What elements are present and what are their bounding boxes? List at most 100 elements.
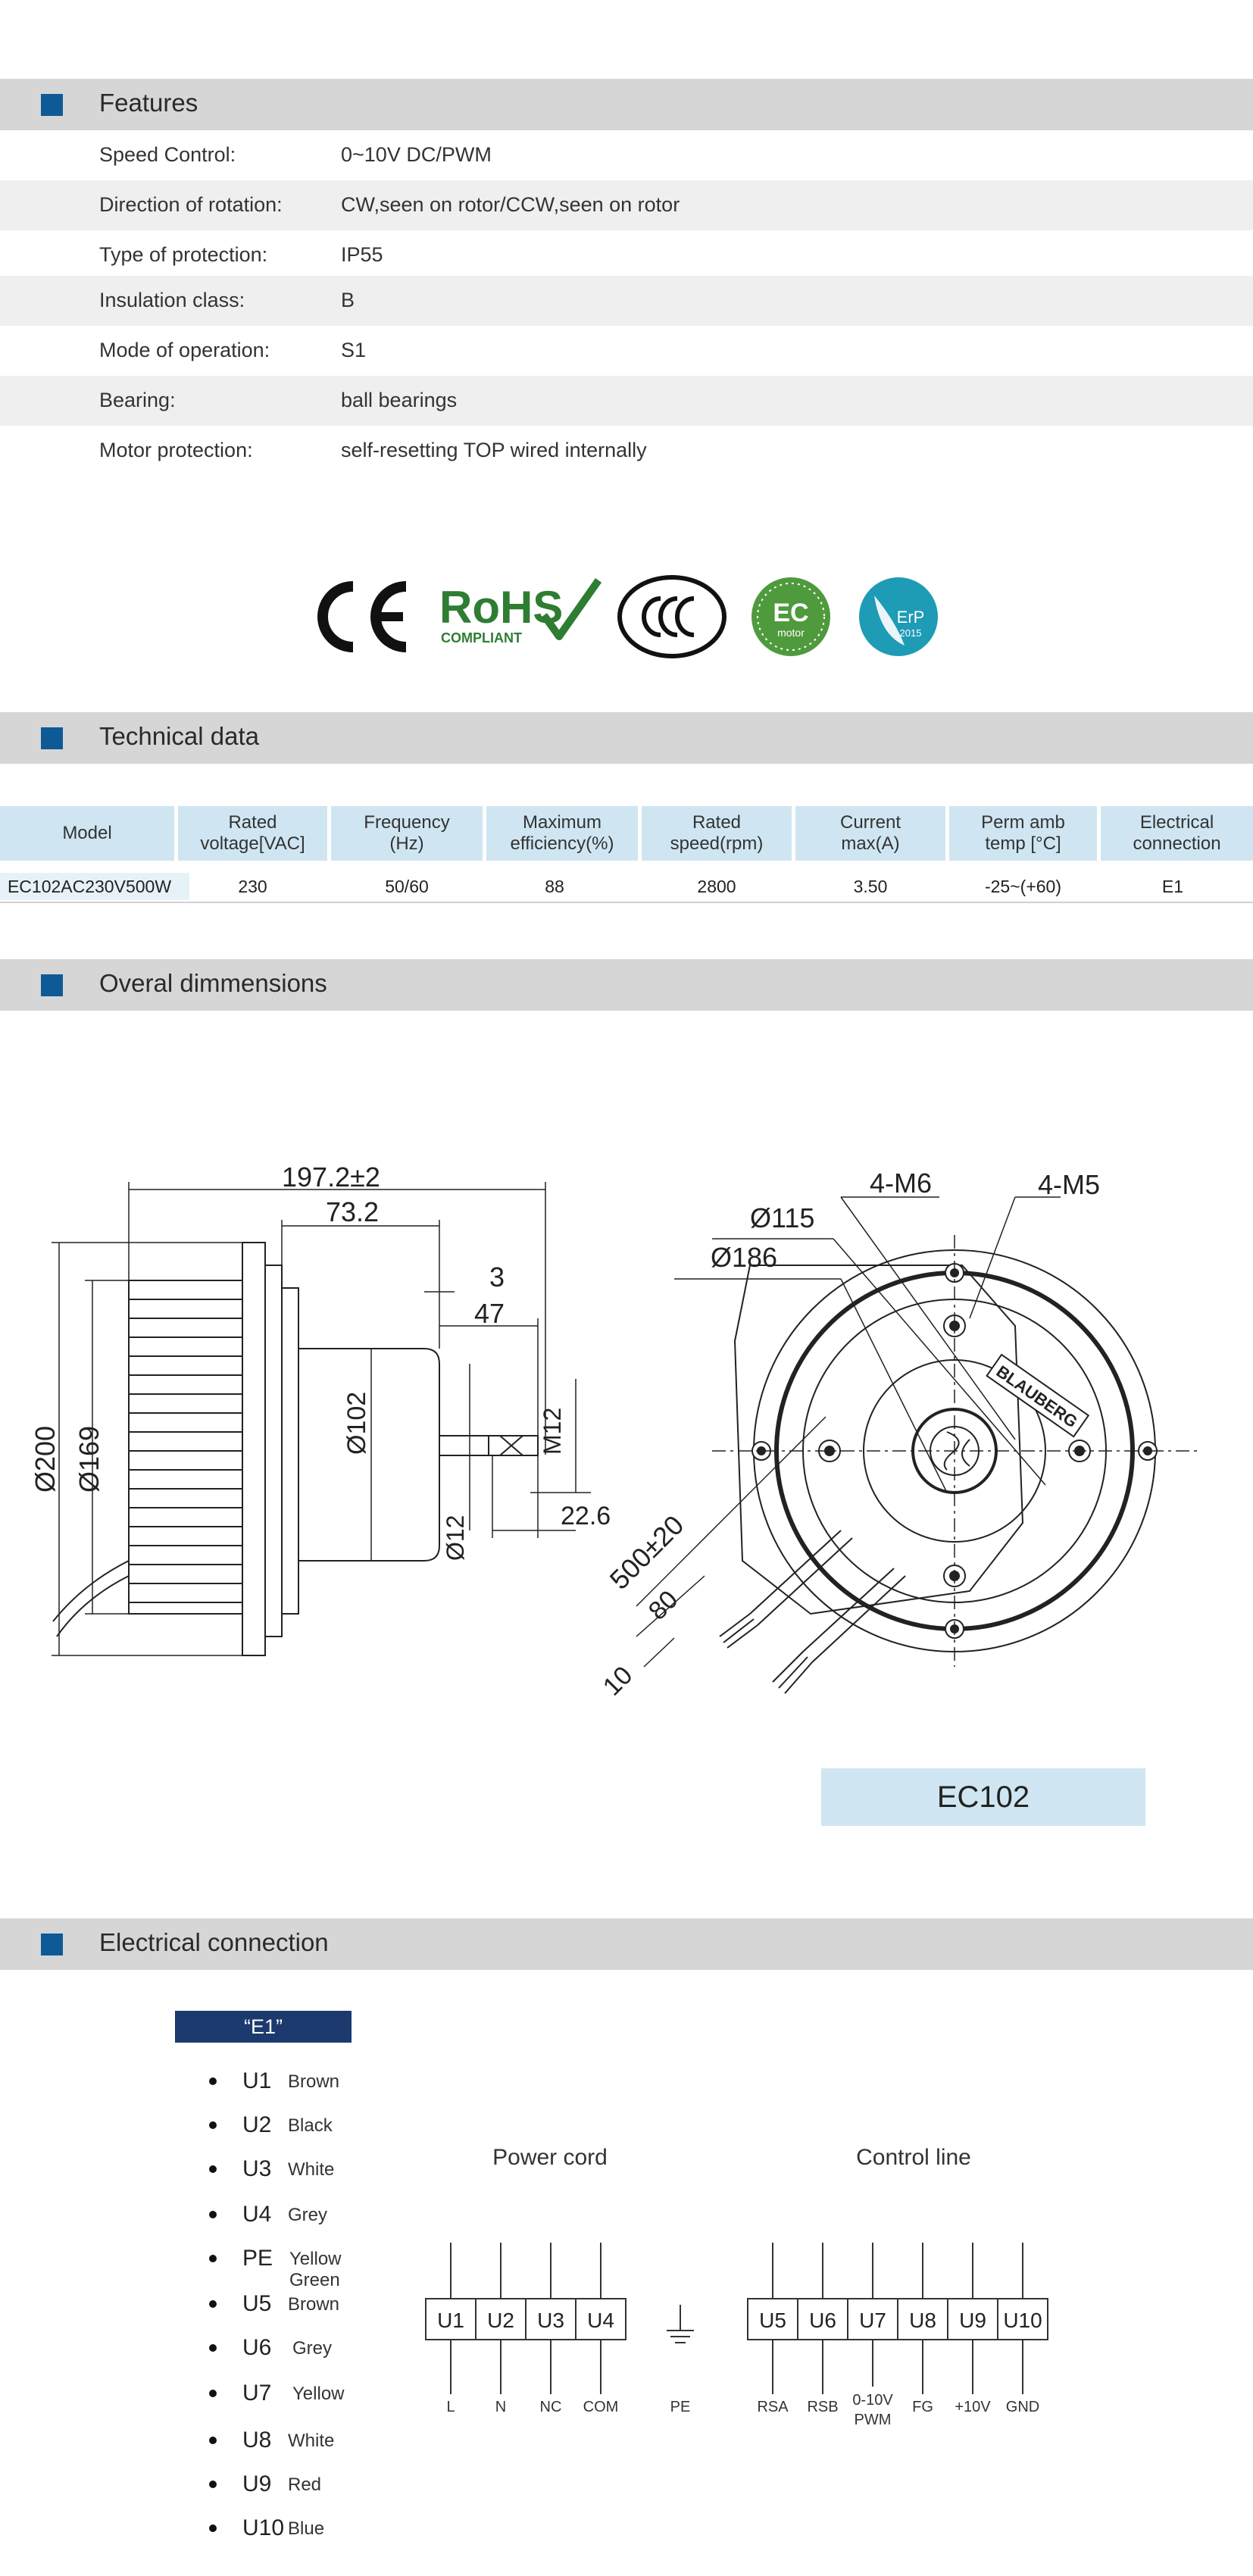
- terminal-label: U2: [487, 2309, 514, 2332]
- rohs-subtext: COMPLIANT: [441, 630, 522, 646]
- table-cell-model: EC102AC230V500W: [7, 876, 172, 896]
- wiring-diagram: Power cord Control line U1 U2 U3 U4 L N …: [425, 2145, 1048, 2428]
- dim-shaft-dia: Ø12: [442, 1515, 469, 1561]
- dim-holes-m6: 4-M6: [870, 1168, 932, 1199]
- dim-inner-dia: Ø169: [73, 1426, 105, 1493]
- section-square-icon: [41, 974, 63, 996]
- dim-shaft-length: 47: [474, 1298, 505, 1329]
- model-cell-bg: [0, 873, 189, 900]
- dim-total-length: 197.2±2: [282, 1161, 380, 1193]
- feature-row: Speed Control: 0~10V DC/PWM: [0, 130, 1253, 180]
- signal-label: NC: [540, 2399, 562, 2415]
- section-square-icon: [41, 94, 63, 116]
- technical-header: Technical data: [0, 712, 1253, 764]
- terminal-label: U9: [959, 2309, 986, 2332]
- table-cell-connection: E1: [1161, 876, 1184, 896]
- terminal-label: U10: [1003, 2309, 1042, 2332]
- signal-label: RSA: [757, 2399, 789, 2415]
- feature-label: Insulation class:: [99, 289, 245, 311]
- dim-outer-dia: Ø200: [30, 1426, 61, 1493]
- model-label-box: EC102: [821, 1768, 1145, 1826]
- terminal-label: U5: [759, 2309, 786, 2332]
- feature-row: Mode of operation: S1: [0, 326, 1253, 376]
- technical-title: Technical data: [99, 722, 259, 750]
- signal-label: COM: [583, 2399, 619, 2415]
- electrical-header: Electrical connection: [0, 1918, 1253, 1970]
- col-header-frequency: Frequency(Hz): [331, 806, 483, 861]
- connection-type-badge: “E1”: [175, 2011, 352, 2043]
- section-square-icon: [41, 727, 63, 749]
- table-cell-voltage: 230: [238, 876, 267, 896]
- erp-2015-icon: ErP 2015: [859, 577, 938, 656]
- feature-value: B: [341, 289, 355, 311]
- dim-cable-length: 500±20: [604, 1509, 690, 1596]
- electrical-title: Electrical connection: [99, 1928, 329, 1956]
- signal-label: RSB: [807, 2399, 838, 2415]
- signal-label: GND: [1006, 2399, 1039, 2415]
- earth-ground-icon: [667, 2305, 694, 2343]
- feature-value: CW,seen on rotor/CCW,seen on rotor: [341, 193, 680, 216]
- feature-value: ball bearings: [341, 389, 458, 411]
- table-cell-temp: -25~(+60): [984, 876, 1061, 896]
- dimensions-title: Overal dimmensions: [99, 969, 327, 997]
- signal-label: N: [495, 2399, 506, 2415]
- erp-subtext: 2015: [900, 627, 922, 639]
- feature-label: Bearing:: [99, 389, 176, 411]
- features-header: Features: [0, 79, 1253, 130]
- dim-thread: M12: [539, 1408, 566, 1455]
- col-header-model: Model: [0, 806, 174, 861]
- dim-body-length: 73.2: [326, 1196, 379, 1227]
- rohs-compliant-icon: RoHS COMPLIANT: [439, 578, 602, 646]
- feature-label: Speed Control:: [99, 143, 236, 166]
- erp-text: ErP: [897, 608, 925, 627]
- cooling-fins: [129, 1299, 242, 1603]
- section-square-icon: [41, 1934, 63, 1955]
- terminal-label: U8: [909, 2309, 936, 2332]
- feature-value: IP55: [341, 243, 383, 266]
- table-cell-speed: 2800: [697, 876, 736, 896]
- ce-mark-icon: [317, 581, 407, 652]
- feature-value: S1: [341, 339, 367, 361]
- dim-strip-80: 80: [643, 1585, 684, 1626]
- dim-hub-dia: Ø102: [342, 1392, 371, 1455]
- ec-subtext: motor: [777, 627, 805, 639]
- signal-sub-label: PWM: [855, 2412, 892, 2428]
- dim-pcd-115: Ø115: [750, 1202, 814, 1233]
- feature-label: Direction of rotation:: [99, 193, 283, 216]
- table-divider: [0, 902, 1253, 903]
- signal-label: FG: [912, 2399, 933, 2415]
- terminal-label: U7: [859, 2309, 886, 2332]
- features-title: Features: [99, 89, 198, 117]
- dimensions-header: Overal dimmensions: [0, 959, 1253, 1011]
- feature-label: Type of protection:: [99, 243, 268, 266]
- feature-label: Motor protection:: [99, 439, 253, 461]
- control-line-title: Control line: [856, 2145, 971, 2170]
- signal-label: L: [446, 2399, 455, 2415]
- table-cell-current: 3.50: [853, 876, 888, 896]
- signal-label: 0-10V: [852, 2392, 893, 2409]
- terminal-label: U3: [537, 2309, 564, 2332]
- dim-holes-m5: 4-M5: [1038, 1169, 1100, 1200]
- feature-row: Insulation class: B: [0, 276, 1253, 326]
- feature-value: 0~10V DC/PWM: [341, 143, 492, 166]
- ec-text: EC: [773, 599, 808, 627]
- table-cell-frequency: 50/60: [385, 876, 429, 896]
- feature-row: Bearing: ball bearings: [0, 376, 1253, 426]
- rohs-text: RoHS: [439, 582, 563, 633]
- dim-shaft-step: 3: [489, 1261, 505, 1293]
- feature-row: Motor protection: self-resetting TOP wir…: [0, 426, 1253, 476]
- dim-pcd-186: Ø186: [711, 1242, 777, 1273]
- feature-row: Type of protection: IP55: [0, 230, 1253, 280]
- ec-motor-icon: EC motor: [751, 577, 830, 656]
- side-view-drawing: 197.2±2 73.2 3 47 M12 Ø102 Ø12 22.6 Ø200…: [30, 1161, 611, 1656]
- feature-label: Mode of operation:: [99, 339, 270, 361]
- ccc-mark-icon: [617, 575, 726, 658]
- dim-shaft-end: 22.6: [561, 1502, 611, 1530]
- power-cord-title: Power cord: [492, 2145, 608, 2170]
- terminal-label: U4: [587, 2309, 614, 2332]
